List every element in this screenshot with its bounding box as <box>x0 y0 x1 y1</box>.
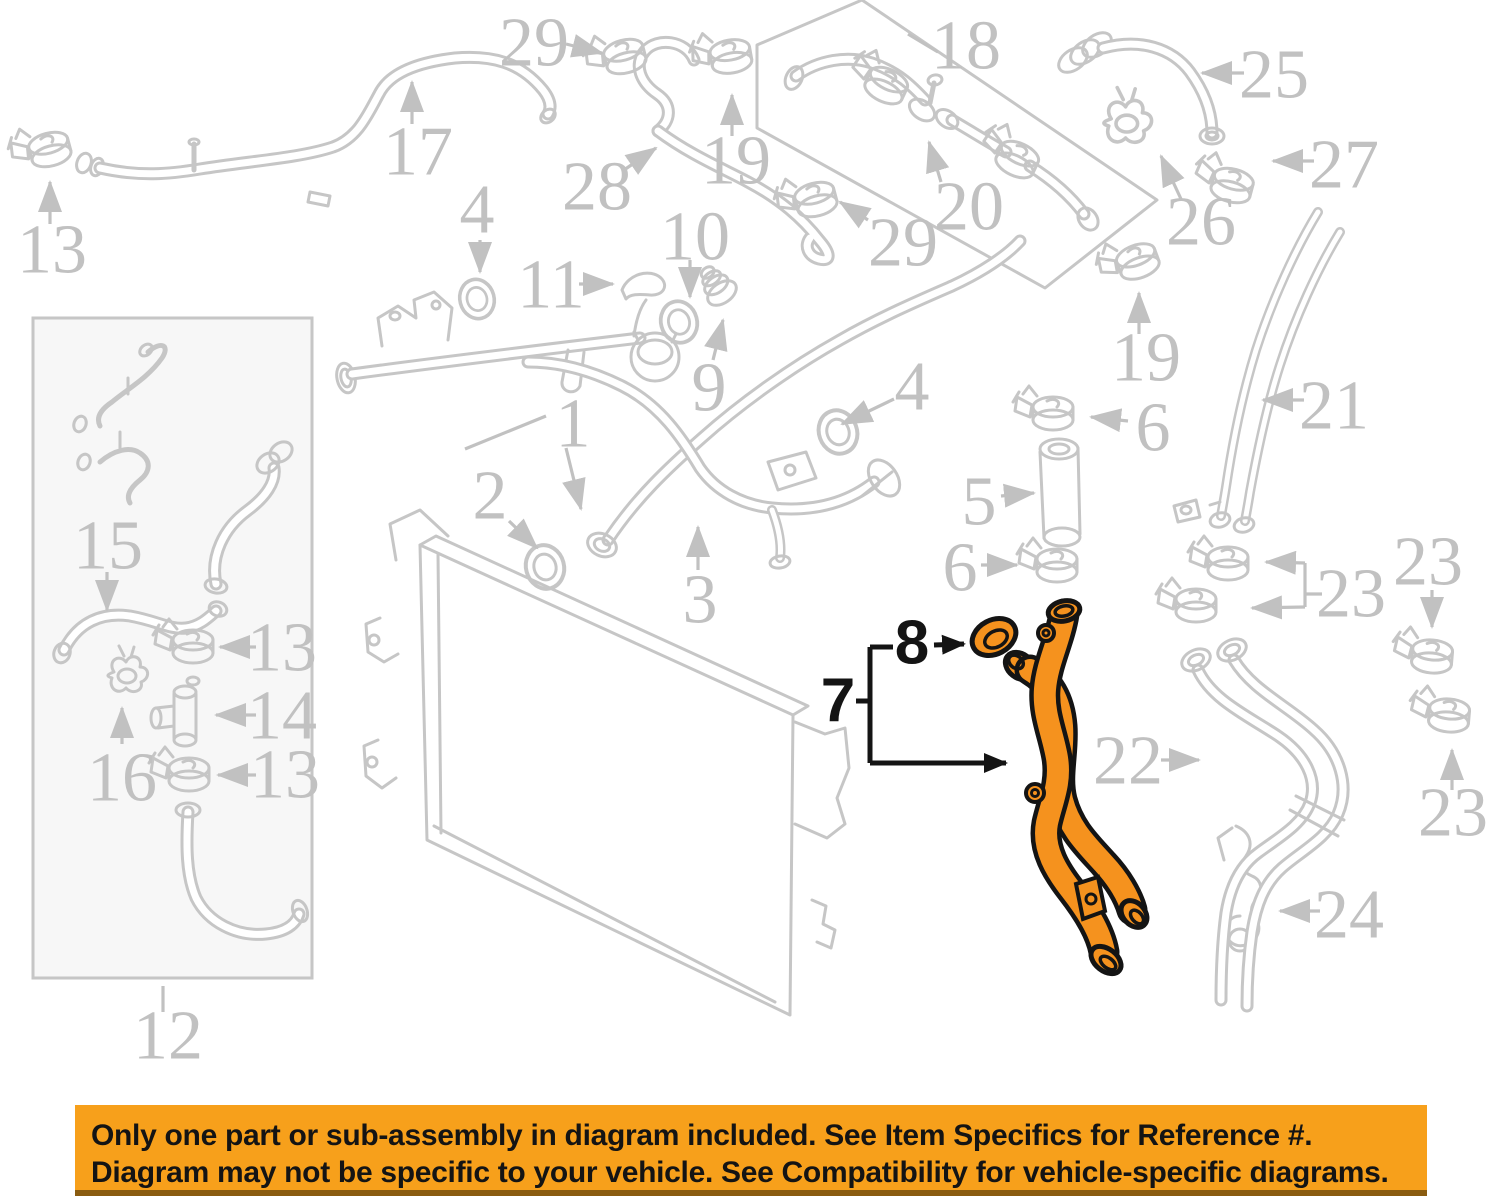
callout-arrow <box>1159 154 1185 200</box>
spring-clamp-26 <box>1102 85 1154 145</box>
callout-4-20: 4 <box>895 349 930 426</box>
hose-28 <box>577 23 841 267</box>
plug-9 <box>699 265 738 307</box>
cap <box>629 330 681 383</box>
callout-19-4: 19 <box>701 123 771 200</box>
hose-3-upper <box>586 234 1027 559</box>
callout-14-31: 14 <box>247 678 317 755</box>
callout-13-0: 13 <box>17 212 87 289</box>
callout-6-23: 6 <box>943 530 978 607</box>
callout-leader <box>907 32 939 54</box>
callout-16-32: 16 <box>87 740 157 817</box>
gasket-8[interactable] <box>966 611 1023 663</box>
callout-18-5: 18 <box>931 8 1001 85</box>
sub-assembly-box-12 <box>31 316 314 980</box>
clamp-23-a <box>1186 534 1250 582</box>
callout-21-12: 21 <box>1299 368 1369 445</box>
callout-22-26: 22 <box>1093 723 1163 800</box>
clamp-19-right <box>1089 227 1164 293</box>
hose-3-lower <box>521 355 902 570</box>
disclaimer-line-2: Diagram may not be specific to your vehi… <box>91 1156 1389 1189</box>
callout-4-13: 4 <box>460 172 495 249</box>
highlighted-coolant-pipe-7[interactable] <box>966 598 1153 979</box>
callout-arrow <box>565 34 604 58</box>
callout-arrow <box>704 318 728 361</box>
callout-28-3: 28 <box>562 149 632 226</box>
callout-arrow <box>838 200 872 229</box>
callout-13-33: 13 <box>250 737 320 814</box>
t-fitting-14 <box>149 675 201 748</box>
callout-arrow <box>926 140 950 183</box>
clamp-23-b <box>1154 576 1218 624</box>
callout-7-36: 7 <box>821 667 855 736</box>
callout-arrow <box>1264 550 1306 575</box>
callout-1-17: 1 <box>556 386 591 463</box>
clamp-23-c <box>1389 624 1456 677</box>
oring-10 <box>654 295 704 349</box>
callout-10-15: 10 <box>660 199 730 276</box>
callout-6-21: 6 <box>1136 390 1171 467</box>
t-fitting-20 <box>907 73 960 131</box>
callout-arrow <box>507 518 539 550</box>
hose-17 <box>2 50 557 208</box>
callout-17-1: 17 <box>383 114 453 191</box>
callout-23-24: 23 <box>1316 556 1386 633</box>
callout-13-30: 13 <box>247 610 317 687</box>
callout-29-7: 29 <box>868 205 938 282</box>
callout-15-29: 15 <box>73 508 143 585</box>
callout-5-22: 5 <box>962 464 997 541</box>
callout-arrow <box>1250 595 1306 620</box>
callout-arrow <box>933 634 966 655</box>
callout-arrow <box>1089 408 1129 433</box>
callout-26-10: 26 <box>1166 184 1236 261</box>
oring-4-right <box>810 402 866 462</box>
oring-4-left <box>453 273 501 325</box>
callout-8-35: 8 <box>895 609 929 678</box>
callout-19-11: 19 <box>1111 320 1181 397</box>
callout-23-25: 23 <box>1393 524 1463 601</box>
clamp-23-d <box>1406 683 1473 736</box>
callout-arrow <box>562 447 586 511</box>
callout-23-27: 23 <box>1418 775 1488 852</box>
callout-24-28: 24 <box>1314 877 1384 954</box>
clamp-6-upper <box>1011 384 1075 432</box>
hose-25 <box>1057 31 1226 146</box>
sub-assembly-frame-18 <box>755 0 1159 290</box>
callout-3-19: 3 <box>683 562 718 639</box>
callout-27-9: 27 <box>1309 127 1379 204</box>
callout-9-16: 9 <box>692 350 727 427</box>
sleeve-5 <box>1038 437 1082 548</box>
callout-29-2: 29 <box>499 5 569 82</box>
callout-12-34: 12 <box>133 998 203 1075</box>
callout-leader <box>464 414 547 451</box>
hose-22 <box>1180 637 1350 1013</box>
callout-arrow <box>1000 483 1036 508</box>
callout-arrow <box>840 397 895 426</box>
callout-2-18: 2 <box>473 458 508 535</box>
disclaimer-banner: Only one part or sub-assembly in diagram… <box>75 1105 1427 1196</box>
callout-20-6: 20 <box>934 169 1004 246</box>
callout-arrow <box>623 146 658 175</box>
callout-11-14: 11 <box>517 247 584 324</box>
disclaimer-line-1: Only one part or sub-assembly in diagram… <box>91 1119 1313 1152</box>
radiator <box>362 508 851 1017</box>
callout-25-8: 25 <box>1239 37 1309 114</box>
